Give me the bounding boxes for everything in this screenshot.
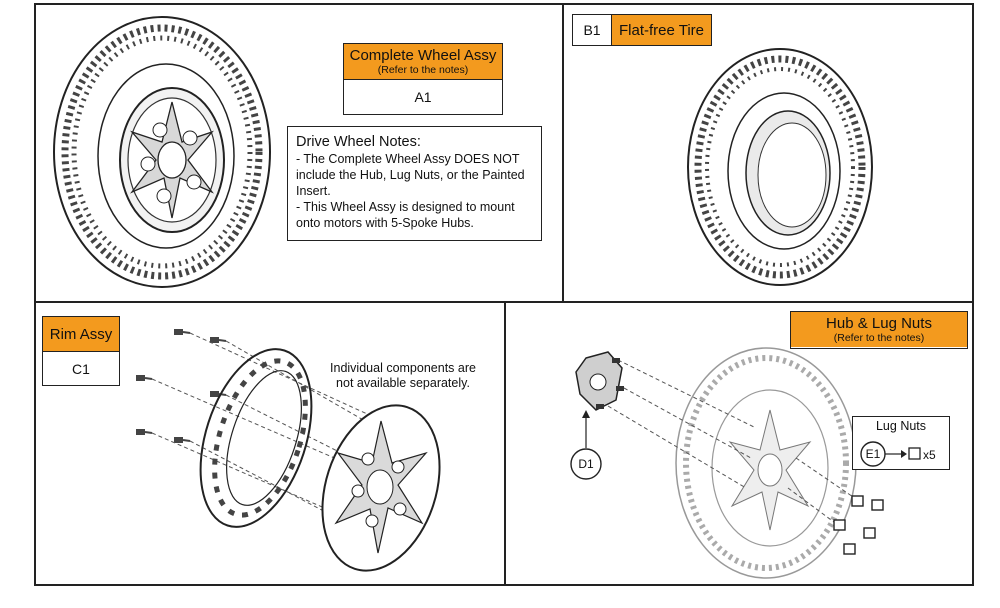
- rim-assy-code: C1: [72, 360, 90, 377]
- complete-wheel-subtitle: (Refer to the notes): [377, 64, 469, 76]
- rim-assy-label: Rim Assy C1: [42, 316, 120, 386]
- lug-nut-icon: [833, 519, 846, 531]
- panel-flat-free-tire: B1 Flat-free Tire: [562, 3, 974, 303]
- hub-icon: [575, 351, 624, 411]
- complete-wheel-illustration: [53, 16, 271, 288]
- complete-wheel-code: A1: [414, 88, 432, 105]
- lug-nut-icon: [851, 495, 864, 507]
- lug-nut-icon: [871, 499, 884, 511]
- rim-assy-exploded-illustration: [136, 329, 441, 572]
- hub-lug-nuts-illustration: D1: [570, 347, 884, 579]
- lug-nut-icon: [863, 527, 876, 539]
- screw-icon: [136, 429, 153, 435]
- drive-wheel-notes: Drive Wheel Notes: - The Complete Wheel …: [287, 126, 542, 241]
- flat-free-tire-title: Flat-free Tire: [612, 15, 711, 45]
- notes-line: - The Complete Wheel Assy DOES NOT: [296, 152, 520, 166]
- hub-lug-nuts-title: Hub & Lug Nuts: [826, 315, 932, 332]
- complete-wheel-label: Complete Wheel Assy (Refer to the notes)…: [343, 43, 503, 115]
- rim-assy-title: Rim Assy: [43, 317, 119, 352]
- screw-icon: [210, 391, 227, 397]
- panel-hub-lug-nuts: Hub & Lug Nuts (Refer to the notes): [504, 301, 974, 586]
- lug-nut-icon: [843, 543, 856, 555]
- flat-free-tire-label: B1 Flat-free Tire: [572, 14, 712, 46]
- flat-free-tire-illustration: [687, 48, 873, 286]
- lug-nut-code: E1: [866, 447, 881, 461]
- screw-icon: [174, 329, 191, 335]
- flat-free-tire-code: B1: [573, 15, 612, 45]
- screw-icon: [174, 437, 191, 443]
- lug-nut-icon: [908, 447, 921, 460]
- notes-line: include the Hub, Lug Nuts, or the Painte…: [296, 168, 525, 182]
- rim-assy-note: Individual components are not available …: [318, 361, 488, 391]
- notes-line: Insert.: [296, 184, 331, 198]
- screw-icon: [210, 337, 227, 343]
- notes-heading: Drive Wheel Notes:: [296, 134, 421, 150]
- notes-line: onto motors with 5-Spoke Hubs.: [296, 216, 474, 230]
- hub-code: D1: [578, 457, 594, 471]
- lug-nuts-label: Lug Nuts: [875, 419, 927, 433]
- parts-diagram-page: Complete Wheel Assy (Refer to the notes)…: [34, 3, 974, 586]
- screw-icon: [136, 375, 153, 381]
- panel-rim-assy: Rim Assy C1 Individual components are no…: [34, 301, 506, 586]
- complete-wheel-title-cell: Complete Wheel Assy (Refer to the notes): [344, 44, 502, 80]
- lug-nut-quantity: x5: [923, 448, 936, 462]
- panel-complete-wheel: Complete Wheel Assy (Refer to the notes)…: [34, 3, 564, 303]
- hub-lug-nuts-title-cell: Hub & Lug Nuts (Refer to the notes): [791, 312, 967, 347]
- hub-lug-nuts-label: Hub & Lug Nuts (Refer to the notes): [790, 311, 968, 349]
- rim-note-line: not available separately.: [336, 376, 470, 390]
- hub-lug-nuts-subtitle: (Refer to the notes): [833, 332, 925, 344]
- lug-nut-single-illustration: E1 x5: [860, 441, 936, 467]
- rim-note-line: Individual components are: [330, 361, 476, 375]
- complete-wheel-title: Complete Wheel Assy: [349, 47, 497, 64]
- lug-nuts-callout-box: Lug Nuts E1 x5: [852, 416, 950, 470]
- notes-line: - This Wheel Assy is designed to mount: [296, 200, 515, 214]
